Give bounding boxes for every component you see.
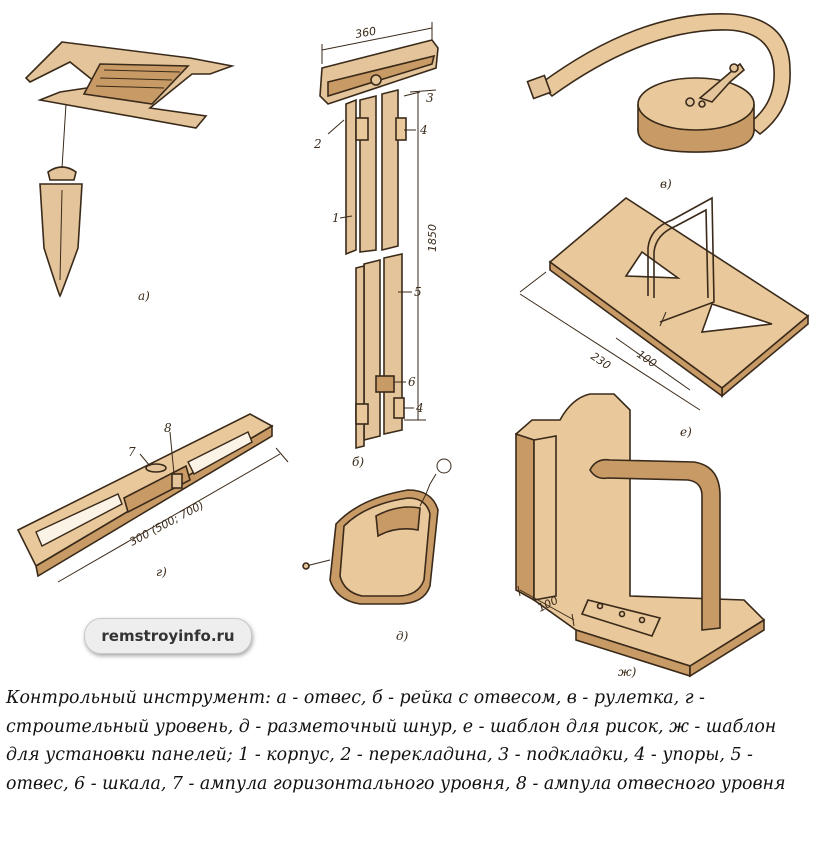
num-4-bottom: 4 (415, 401, 424, 415)
label-g: г) (156, 565, 167, 579)
num-6: 6 (408, 375, 416, 389)
num-7: 7 (128, 445, 136, 459)
num-5: 5 (414, 285, 422, 299)
plumb-bob-drawing (24, 41, 236, 298)
dim-template-100: 100 (634, 348, 659, 371)
num-8: 8 (164, 421, 172, 435)
spirit-level-drawing (16, 413, 289, 583)
label-e: е) (680, 425, 692, 439)
tape-measure-drawing (526, 13, 791, 153)
dim-template-230: 230 (588, 350, 613, 373)
label-a: а) (138, 289, 150, 303)
num-4-top: 4 (419, 123, 428, 137)
panel-template-drawing (515, 393, 766, 678)
plumb-rail-drawing (319, 22, 439, 450)
label-d: д) (396, 629, 409, 643)
label-b: б) (352, 455, 364, 469)
marking-template-drawing (519, 196, 810, 411)
tools-illustration: а) 360 1850 2 3 4 1 5 6 4 б) (16, 13, 810, 679)
figure-caption: Контрольный инструмент: а - отвес, б - р… (6, 688, 786, 794)
dim-rail-height: 1850 (426, 224, 439, 252)
label-zh: ж) (618, 665, 637, 679)
num-2: 2 (313, 137, 322, 151)
marking-cord-drawing (302, 458, 452, 605)
site-watermark: remstroyinfo.ru (84, 618, 252, 654)
label-v: в) (660, 177, 672, 191)
num-1: 1 (332, 211, 340, 225)
dim-rail-width: 360 (354, 25, 377, 41)
num-3: 3 (426, 91, 434, 105)
